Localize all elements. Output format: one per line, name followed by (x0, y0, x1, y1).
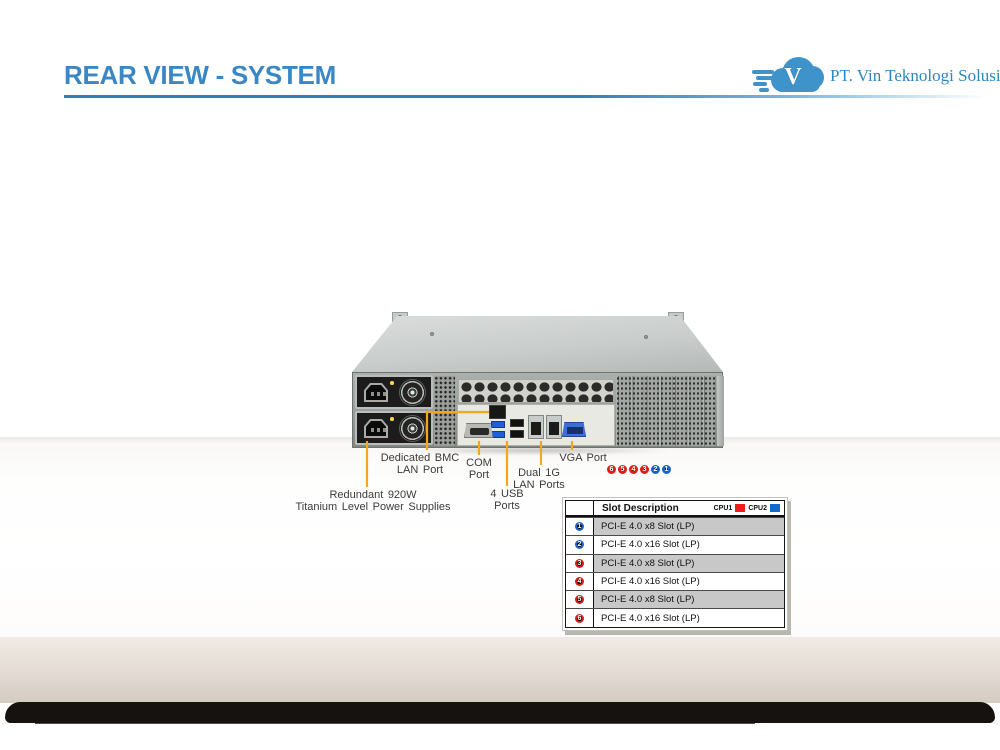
slot-badge-3: 3 (640, 465, 649, 474)
row-badge-1: 1 (575, 522, 584, 532)
chassis-side-cap (717, 376, 724, 446)
cpu2-color-swatch (770, 504, 780, 512)
cloud-logo-icon: V (752, 54, 824, 100)
power-inlet-icon (364, 383, 388, 402)
speed-line-icon (756, 76, 773, 80)
honeycomb-vent (434, 376, 455, 446)
callout-dual-lan-ports: Dual 1G LAN Ports (513, 467, 565, 492)
usb2-ports (510, 419, 524, 439)
psu-fan-icon (399, 415, 426, 442)
table-row: 3 PCI-E 4.0 x8 Slot (LP) (566, 553, 784, 572)
server-rear-view: 6 5 4 3 2 1 (352, 312, 724, 474)
cpu1-color-swatch (735, 504, 746, 512)
logo-v-glyph: V (784, 63, 802, 90)
usb3-ports (491, 421, 505, 439)
psu-led (390, 417, 394, 421)
table-row: 2 PCI-E 4.0 x16 Slot (LP) (566, 535, 784, 554)
slot-description: PCI-E 4.0 x8 Slot (LP) (594, 518, 784, 536)
io-shield (457, 404, 615, 446)
slot-description: PCI-E 4.0 x16 Slot (LP) (601, 576, 700, 588)
speed-line-icon (752, 70, 774, 74)
title-underline (64, 95, 998, 98)
power-supply-2 (355, 411, 433, 445)
slot-badge-5: 5 (618, 465, 627, 474)
lid-screw (644, 335, 648, 339)
pcie-slot-brackets (616, 376, 716, 446)
io-vent-grid (458, 379, 614, 403)
callout-bmc-lan-port: Dedicated BMC LAN Port (380, 452, 460, 477)
slot-badge-6: 6 (607, 465, 616, 474)
page-title: REAR VIEW - SYSTEM (64, 60, 336, 90)
power-inlet-icon (364, 419, 388, 438)
lan-port-2 (546, 415, 562, 439)
psu-led (390, 381, 394, 385)
desk-shadow-line (35, 722, 755, 724)
row-badge-3: 3 (575, 558, 584, 568)
company-logo: V PT. Vin Teknologi Solusi (752, 52, 1000, 102)
psu-fan-icon (399, 379, 426, 406)
slot-description: PCI-E 4.0 x8 Slot (LP) (594, 591, 784, 609)
cpu2-legend-label: CPU2 (748, 504, 767, 512)
callout-power-supplies: Redundant 920W Titanium Level Power Supp… (295, 489, 451, 514)
table-title: Slot Description (602, 502, 679, 514)
slot-badge-2: 2 (651, 465, 660, 474)
chassis-rear-panel: 6 5 4 3 2 1 (352, 372, 724, 474)
chassis-top-lid (352, 316, 723, 372)
speed-line-icon (759, 88, 769, 92)
callout-usb-ports: 4 USB Ports (490, 488, 524, 513)
slot-badge-1: 1 (662, 465, 671, 474)
table-row: 5 PCI-E 4.0 x8 Slot (LP) (566, 590, 784, 609)
table-row: 4 PCI-E 4.0 x16 Slot (LP) (566, 571, 784, 591)
row-badge-6: 6 (575, 613, 584, 623)
row-badge-5: 5 (575, 595, 584, 605)
cpu-legend: CPU1 CPU2 (714, 504, 784, 512)
bmc-lan-port (489, 405, 506, 419)
desk-front-edge (0, 637, 1000, 703)
table-row: 6 PCI-E 4.0 x16 Slot (LP) (566, 608, 784, 627)
lan-port-1 (528, 415, 544, 439)
speed-line-icon (753, 82, 767, 86)
callout-vga-port: VGA Port (559, 452, 607, 464)
server-shadow (350, 445, 725, 456)
slot-description: PCI-E 4.0 x8 Slot (LP) (594, 554, 784, 572)
desk-surface (0, 437, 1000, 637)
slot-description: PCI-E 4.0 x16 Slot (LP) (601, 612, 700, 624)
com-port (464, 423, 493, 438)
lid-screw (430, 332, 434, 336)
row-badge-4: 4 (575, 577, 584, 587)
table-row: 1 PCI-E 4.0 x8 Slot (LP) (566, 517, 784, 536)
table-header-row: Slot Description CPU1 CPU2 (566, 501, 784, 517)
row-badge-2: 2 (575, 540, 584, 550)
vga-port (562, 422, 586, 437)
cpu1-legend-label: CPU1 (713, 504, 733, 512)
desk-shadow (5, 702, 995, 723)
slot-description: PCI-E 4.0 x16 Slot (LP) (601, 539, 700, 551)
table-corner-cell (566, 501, 594, 515)
callout-com-port: COM Port (466, 457, 492, 482)
slot-badge-4: 4 (629, 465, 638, 474)
slot-number-badges: 6 5 4 3 2 1 (607, 465, 671, 474)
slot-description-table: Slot Description CPU1 CPU2 1 PCI-E 4.0 x… (562, 497, 788, 631)
company-name: PT. Vin Teknologi Solusi (830, 66, 1000, 85)
power-supply-1 (355, 375, 433, 409)
